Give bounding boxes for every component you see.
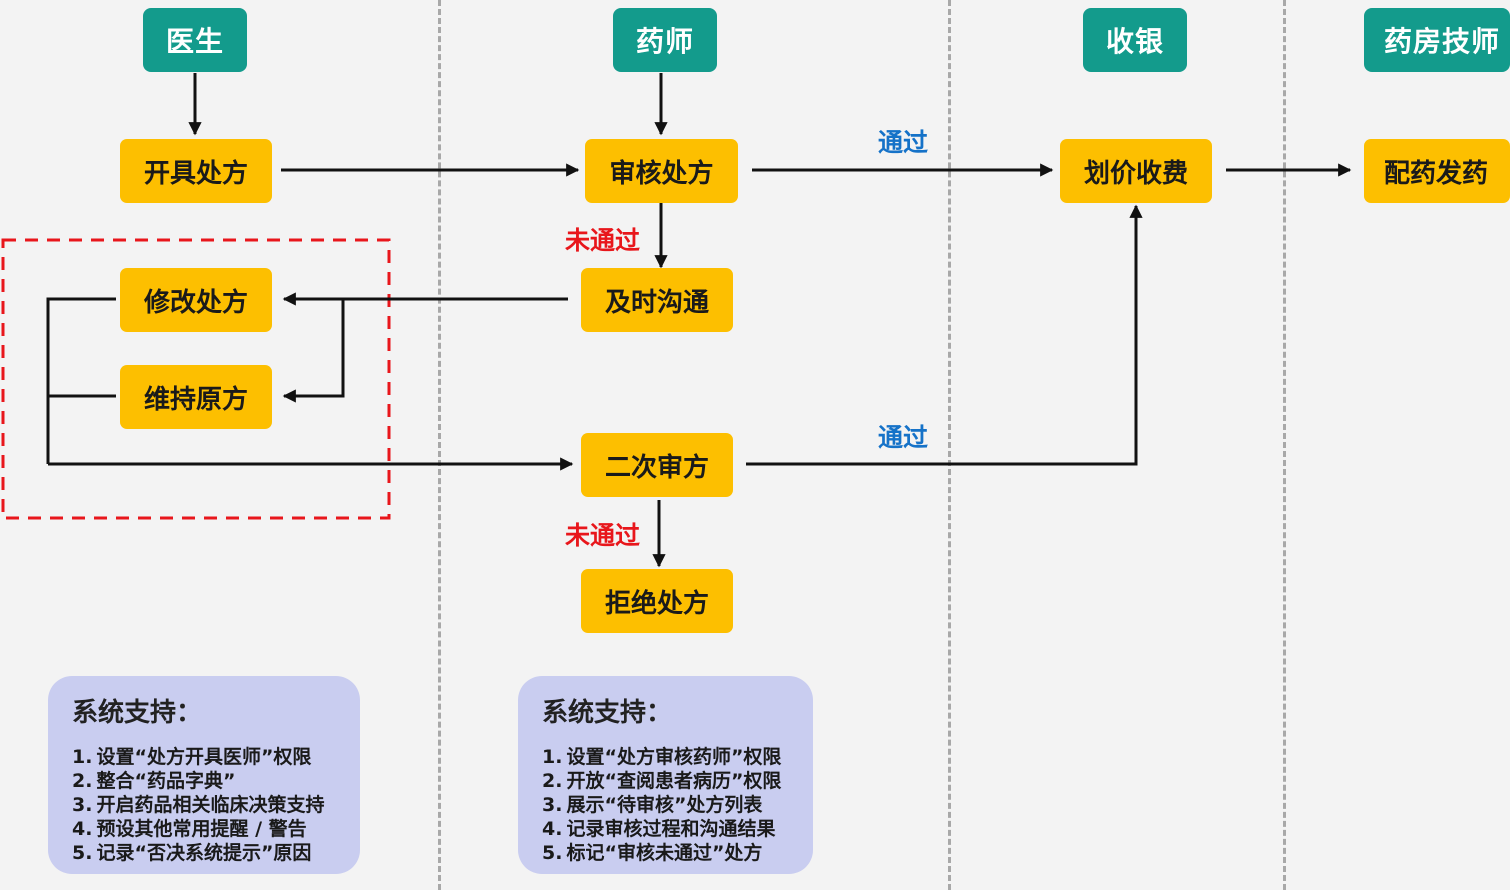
role-cashier: 收银 xyxy=(1083,8,1187,72)
list-item: 3.开启药品相关临床决策支持 xyxy=(72,794,325,816)
support-title: 系统支持： xyxy=(72,698,203,728)
list-item: 2.整合“药品字典” xyxy=(72,770,236,792)
support-title: 系统支持： xyxy=(542,698,673,728)
list-item: 5.记录“否决系统提示”原因 xyxy=(72,842,312,864)
node-review: 审核处方 xyxy=(585,139,738,203)
node-reject: 拒绝处方 xyxy=(581,569,733,633)
support-box-pharmacist: 系统支持： 1.设置“处方审核药师”权限 2.开放“查阅患者病历”权限 3.展示… xyxy=(518,676,813,874)
list-item: 3.展示“待审核”处方列表 xyxy=(542,794,763,816)
list-item: 4.预设其他常用提醒 / 警告 xyxy=(72,818,307,840)
arrow-communicate-to-keep xyxy=(282,299,345,403)
node-modify: 修改处方 xyxy=(120,268,272,332)
node-dispense: 配药发药 xyxy=(1364,139,1510,203)
list-item: 1.设置“处方审核药师”权限 xyxy=(542,746,782,768)
node-prescribe: 开具处方 xyxy=(120,139,272,203)
edge-label-pass: 通过 xyxy=(878,423,929,452)
node-communicate: 及时沟通 xyxy=(581,268,733,332)
arrow-second-review-to-billing xyxy=(746,204,1143,466)
node-billing: 划价收费 xyxy=(1060,139,1212,203)
role-pharmacist: 药师 xyxy=(613,8,717,72)
support-box-doctor: 系统支持： 1.设置“处方开具医师”权限 2.整合“药品字典” 3.开启药品相关… xyxy=(48,676,360,874)
lane-divider xyxy=(948,0,951,890)
lane-divider xyxy=(438,0,441,890)
edge-label-pass: 通过 xyxy=(878,128,929,157)
edge-label-fail: 未通过 xyxy=(565,521,641,550)
support-list: 1.设置“处方审核药师”权限 2.开放“查阅患者病历”权限 3.展示“待审核”处… xyxy=(542,745,789,865)
role-doctor: 医生 xyxy=(143,8,247,72)
node-second-review: 二次审方 xyxy=(581,433,733,497)
edge-label-fail: 未通过 xyxy=(565,226,641,255)
list-item: 4.记录审核过程和沟通结果 xyxy=(542,818,776,840)
highlight-frame xyxy=(1,238,391,520)
list-item: 1.设置“处方开具医师”权限 xyxy=(72,746,312,768)
node-keep: 维持原方 xyxy=(120,365,272,429)
support-list: 1.设置“处方开具医师”权限 2.整合“药品字典” 3.开启药品相关临床决策支持… xyxy=(72,745,336,865)
list-item: 5.标记“审核未通过”处方 xyxy=(542,842,763,864)
lane-divider xyxy=(1283,0,1286,890)
list-item: 2.开放“查阅患者病历”权限 xyxy=(542,770,782,792)
role-pharmacy-tech: 药房技师 xyxy=(1364,8,1510,72)
line-modify-left xyxy=(46,297,116,464)
